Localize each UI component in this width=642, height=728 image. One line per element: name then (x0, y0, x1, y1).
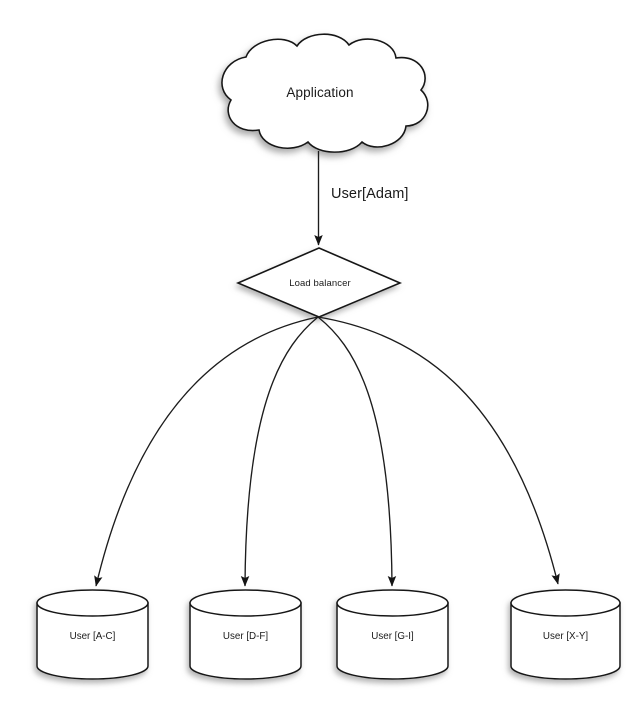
node-shard-1-label: User [D-F] (222, 631, 269, 642)
node-shard-0-label: User [A-C] (69, 631, 116, 642)
node-shard-0-cylinder[interactable] (36, 589, 149, 680)
node-load-balancer-label: Load balancer (289, 278, 351, 289)
edge-load-balancer-to-shard-0 (94, 316, 319, 587)
edge-label-user-adam: User[Adam] (331, 186, 409, 202)
node-shard-2-cylinder[interactable] (336, 589, 449, 680)
edge-load-balancer-to-shard-1 (240, 316, 319, 587)
node-application-label: Application (286, 85, 354, 100)
edge-load-balancer-to-shard-3 (317, 316, 560, 585)
node-shard-3-cylinder[interactable] (510, 589, 621, 680)
node-shard-1-cylinder[interactable] (189, 589, 302, 680)
node-shard-2-label: User [G-I] (371, 631, 414, 642)
node-shard-3-label: User [X-Y] (542, 631, 589, 642)
edge-load-balancer-to-shard-2 (317, 316, 397, 587)
node-application-cloud[interactable] (221, 33, 429, 153)
